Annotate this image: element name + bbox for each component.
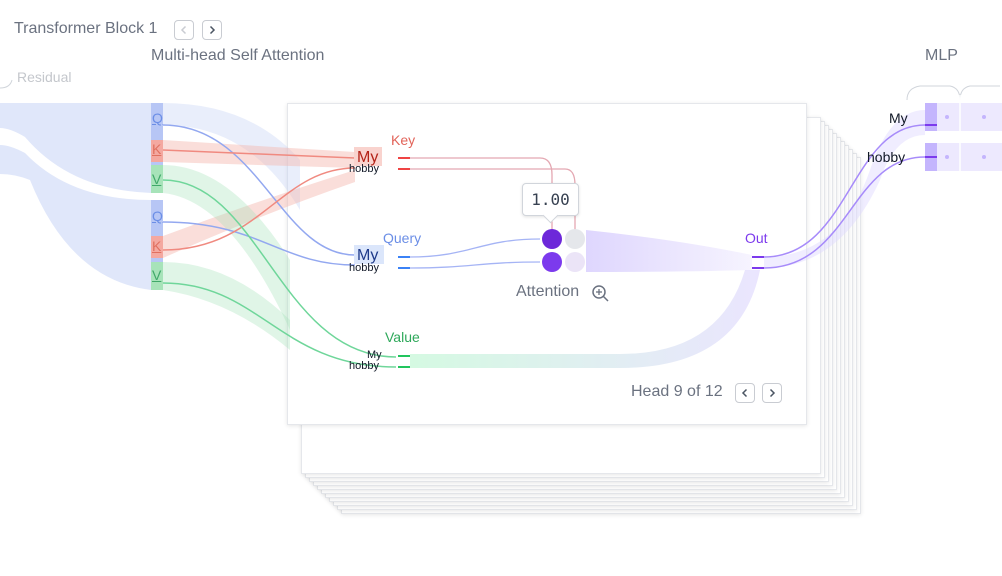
key-line — [162, 149, 356, 159]
query-line — [162, 124, 356, 256]
q-label: Q — [152, 208, 163, 224]
key-label: Key — [391, 132, 416, 148]
residual-flow-band — [0, 103, 151, 193]
query-token-2[interactable]: hobby — [349, 262, 379, 274]
out-tick — [752, 256, 764, 258]
value-token-2[interactable]: hobby — [349, 360, 379, 372]
attention-to-out-band — [586, 230, 752, 272]
chevron-left-icon — [180, 25, 187, 35]
zoom-in-icon[interactable] — [591, 284, 611, 304]
query-tick — [398, 256, 410, 258]
v-segment — [151, 165, 163, 193]
value-to-out-band — [410, 270, 760, 368]
value-token-1[interactable]: My — [367, 349, 382, 361]
chevron-right-icon — [769, 388, 776, 398]
query-token-1[interactable]: My — [357, 247, 379, 264]
k-label: K — [152, 141, 162, 157]
next-head-button[interactable] — [762, 383, 782, 403]
value-tick — [398, 355, 410, 357]
mlp-tick — [925, 156, 937, 158]
query-label: Query — [383, 230, 422, 246]
v-label: V — [152, 171, 162, 187]
attention-cell — [542, 229, 562, 249]
mlp-token-1[interactable]: My — [889, 110, 908, 126]
query-to-attention-line — [409, 261, 541, 269]
attention-cell — [542, 252, 562, 272]
value-label: Value — [385, 329, 420, 345]
k-segment — [151, 236, 163, 258]
key-token-1[interactable]: My — [357, 149, 379, 166]
out-to-mlp-line — [763, 156, 926, 269]
key-to-attention-line — [410, 157, 553, 238]
key-token-highlight — [354, 147, 382, 166]
value-tick — [398, 366, 410, 368]
out-to-mlp-line — [763, 124, 926, 258]
query-band — [163, 103, 300, 210]
next-block-button[interactable] — [202, 20, 222, 40]
mlp-token-2[interactable]: hobby — [867, 149, 906, 165]
head-indicator: Head 9 of 12 — [631, 383, 723, 400]
attention-label: Attention — [516, 283, 580, 300]
residual-flow-band — [0, 145, 151, 290]
mlp-row — [925, 143, 1002, 171]
query-tick — [398, 267, 410, 269]
query-to-attention-line — [409, 238, 541, 258]
key-tick — [398, 168, 410, 170]
value-band — [163, 262, 290, 350]
q-label: Q — [152, 110, 163, 126]
k-segment — [151, 140, 163, 162]
v-segment — [151, 262, 163, 290]
query-token-highlight — [354, 245, 384, 264]
prev-block-button[interactable] — [174, 20, 194, 40]
mlp-input-bar — [925, 103, 937, 131]
k-label: K — [152, 238, 162, 254]
mlp-tick — [925, 124, 937, 126]
mlp-section-title: MLP — [925, 47, 958, 64]
attention-section-title: Multi-head Self Attention — [151, 47, 325, 64]
mlp-dot — [982, 115, 986, 119]
out-to-mlp-band — [764, 110, 925, 268]
residual-label: Residual — [17, 69, 72, 85]
mlp-dot — [982, 155, 986, 159]
chevron-right-icon — [209, 25, 216, 35]
attention-tooltip: 1.00 — [522, 183, 579, 216]
key-tick — [398, 157, 410, 159]
value-line — [162, 179, 397, 358]
mlp-dot — [945, 155, 949, 159]
prev-head-button[interactable] — [735, 383, 755, 403]
key-token-2[interactable]: hobby — [349, 163, 379, 175]
v-label: V — [152, 267, 162, 283]
key-band — [163, 170, 355, 258]
out-label: Out — [745, 230, 768, 246]
query-line — [162, 221, 356, 266]
attention-cell — [565, 229, 585, 249]
block-title: Transformer Block 1 — [14, 20, 158, 37]
value-line — [162, 282, 397, 368]
attention-cell — [565, 252, 585, 272]
key-line — [162, 167, 356, 251]
out-tick — [752, 267, 764, 269]
chevron-left-icon — [741, 388, 748, 398]
mlp-row — [925, 103, 1002, 131]
mlp-dot — [945, 115, 949, 119]
